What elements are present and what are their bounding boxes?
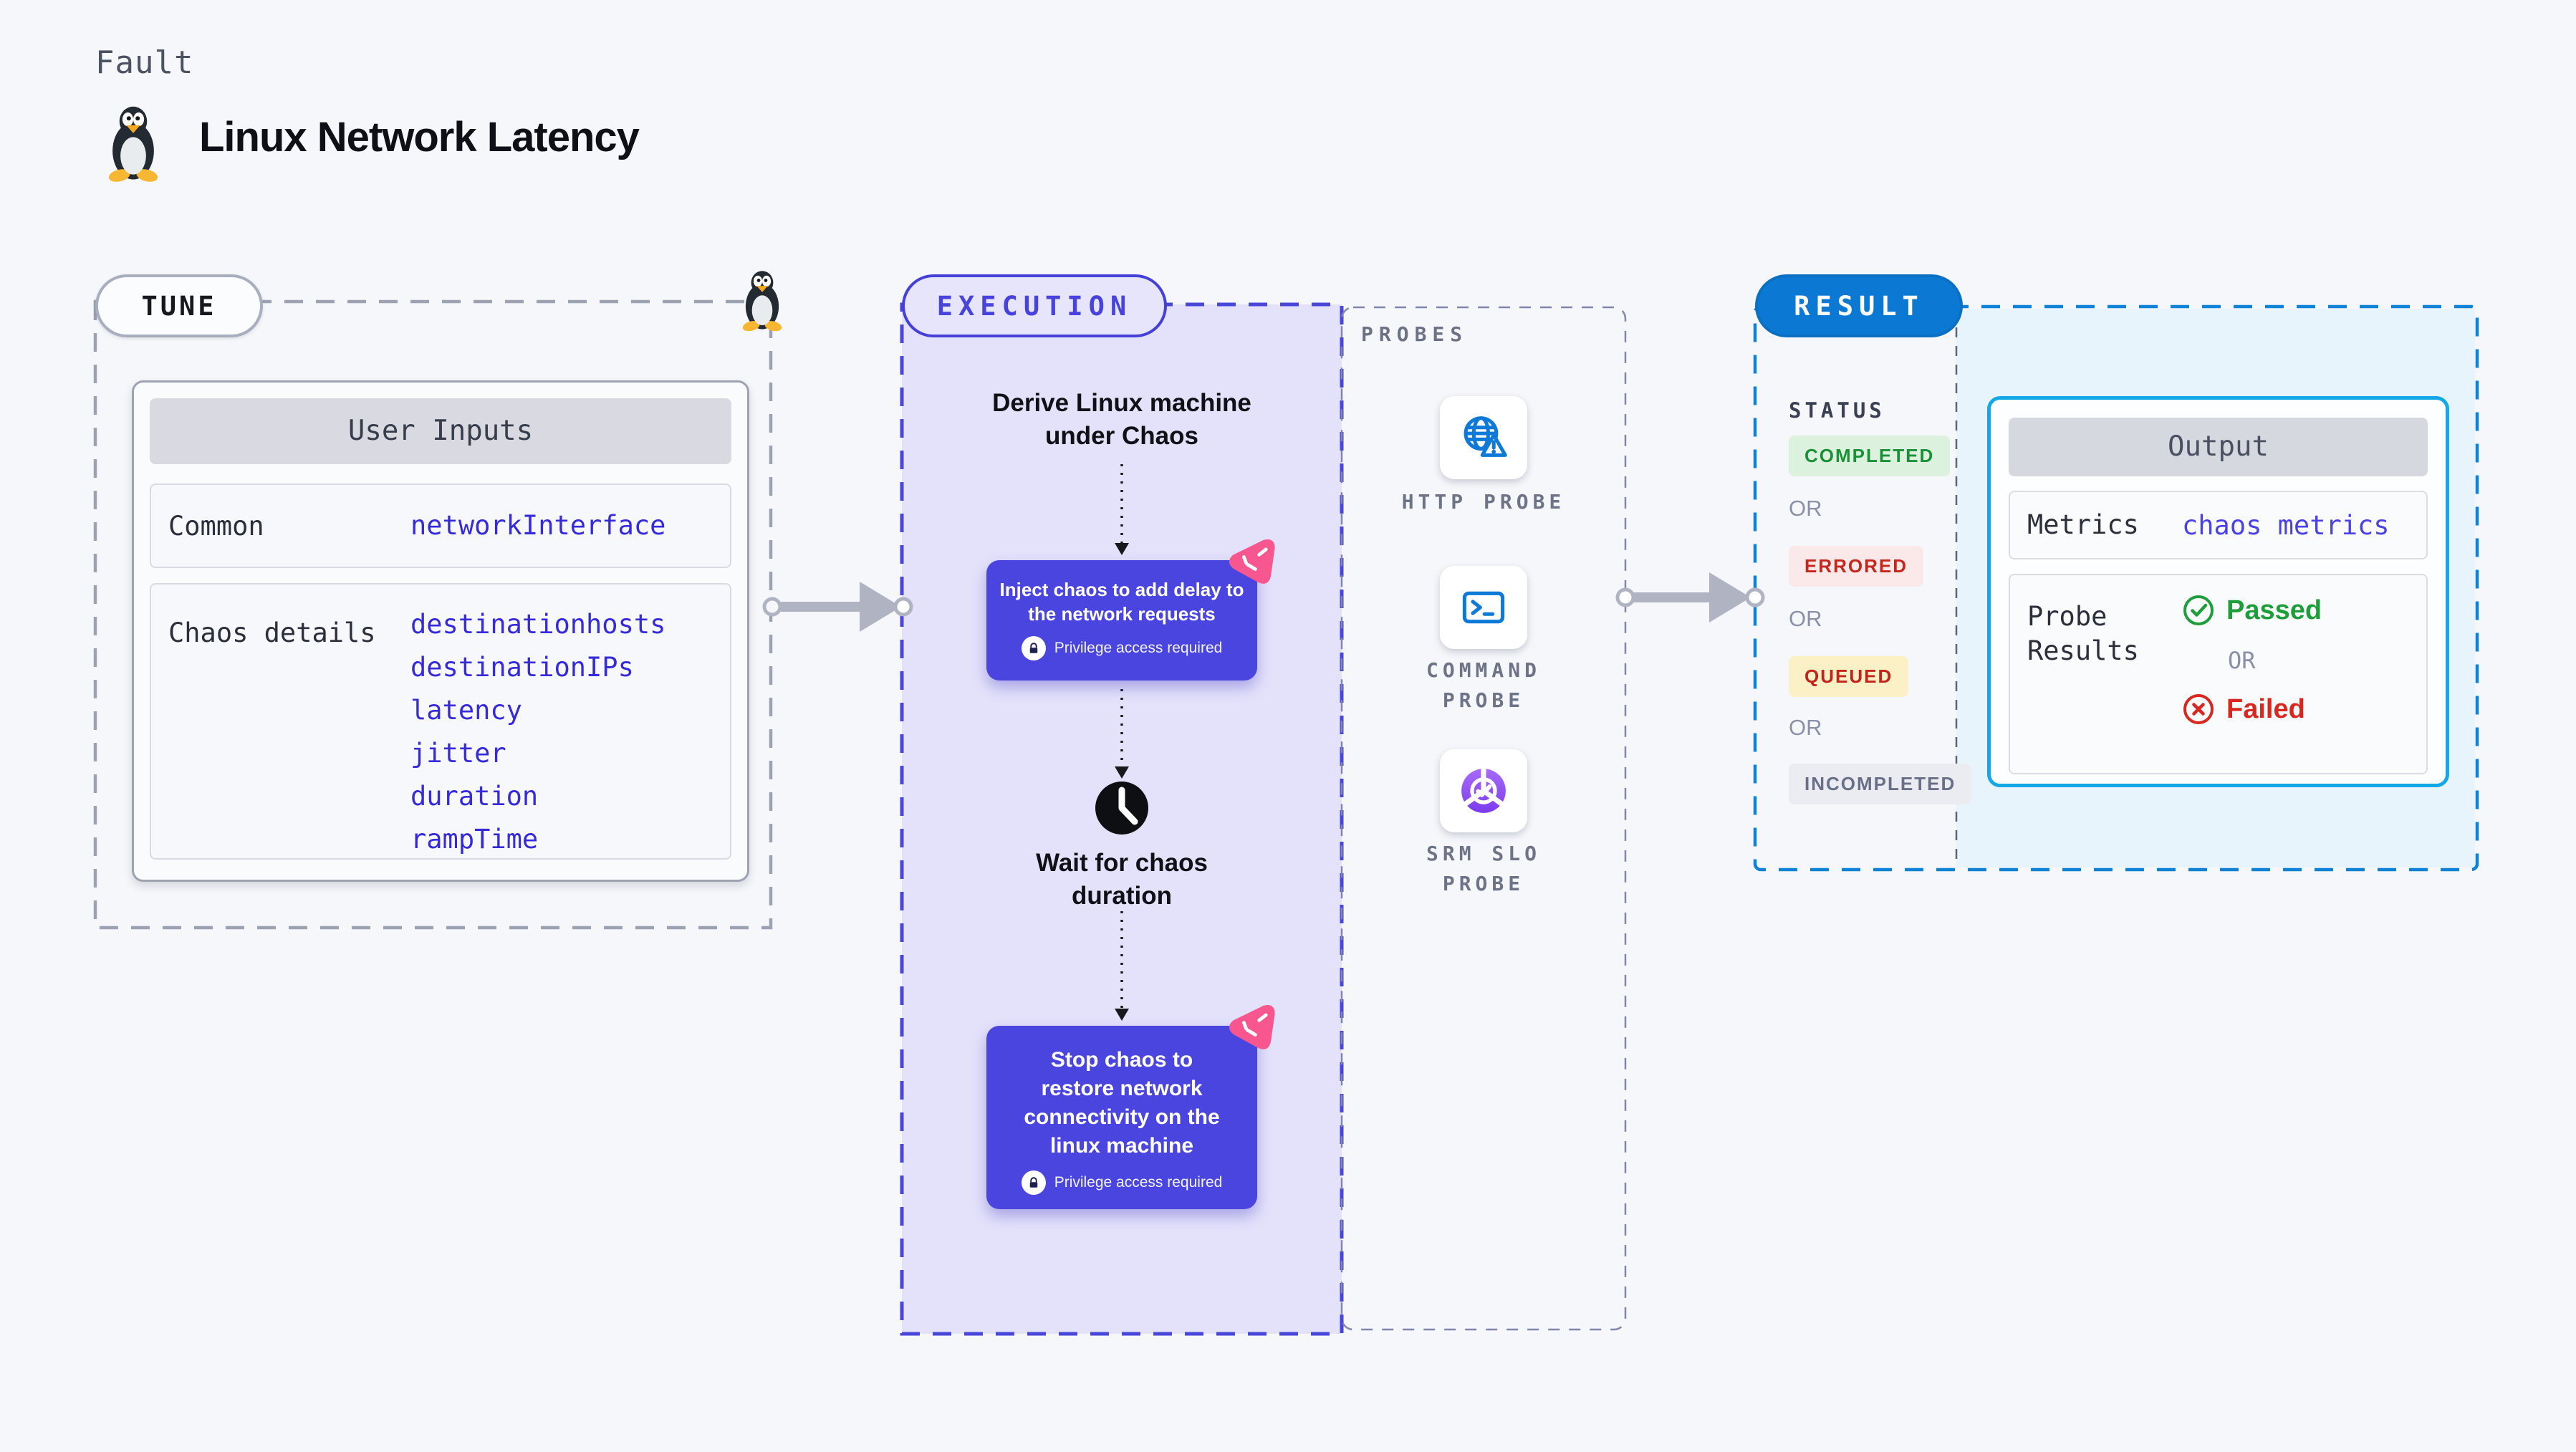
user-inputs-header: User Inputs bbox=[150, 398, 731, 464]
probe-results-label: Probe Results bbox=[2010, 575, 2182, 668]
user-inputs-row-chaos-details: Chaos details destinationhosts destinati… bbox=[150, 583, 731, 860]
user-inputs-row-common: Common networkInterface bbox=[150, 484, 731, 568]
step-text-line: Wait for chaos bbox=[1036, 849, 1208, 877]
node-text-line: restore network bbox=[1041, 1077, 1203, 1100]
metrics-row: Metrics chaos metrics bbox=[2009, 491, 2428, 559]
tune-to-execution-arrow bbox=[762, 582, 913, 632]
probe-label-line: HTTP PROBE bbox=[1401, 490, 1566, 514]
probe-label-line: PROBE bbox=[1442, 872, 1525, 895]
node-text-line: linux machine bbox=[1049, 1134, 1194, 1158]
input-value: destinationIPs bbox=[410, 652, 634, 683]
execution-to-result-arrow bbox=[1615, 572, 1765, 622]
node-text-line: connectivity on the bbox=[1024, 1105, 1220, 1129]
execution-badge: EXECUTION bbox=[902, 274, 1167, 337]
output-header: Output bbox=[2009, 418, 2428, 476]
input-value: duration bbox=[410, 781, 539, 812]
status-badge-errored: ERRORED bbox=[1789, 546, 1924, 587]
failed-text: Failed bbox=[2226, 693, 2305, 724]
input-value: jitter bbox=[410, 738, 506, 769]
http-probe-card bbox=[1440, 396, 1527, 479]
command-probe-label: COMMAND PROBE bbox=[1362, 655, 1605, 716]
status-heading: STATUS bbox=[1789, 398, 1885, 423]
user-inputs-card: User Inputs Common networkInterface Chao… bbox=[132, 380, 749, 882]
row-label: Common bbox=[168, 510, 264, 542]
input-value: rampTime bbox=[410, 824, 539, 855]
passed-text: Passed bbox=[2226, 595, 2322, 625]
passed-verdict: Passed bbox=[2182, 594, 2322, 627]
input-value: destinationhosts bbox=[410, 609, 666, 640]
inject-chaos-node: Inject chaos to add delay to the network… bbox=[986, 560, 1257, 681]
result-badge: RESULT bbox=[1755, 274, 1963, 337]
command-probe-terminal-icon bbox=[1462, 591, 1505, 624]
privilege-text: Privilege access required bbox=[1054, 1174, 1223, 1191]
input-value: networkInterface bbox=[410, 510, 666, 541]
status-badge-incompleted: INCOMPLETED bbox=[1789, 764, 1972, 804]
page-title: Linux Network Latency bbox=[199, 114, 640, 160]
or-separator: OR bbox=[1789, 715, 1822, 740]
status-badge-queued: QUEUED bbox=[1789, 656, 1909, 697]
input-value: latency bbox=[410, 695, 522, 726]
failed-verdict: Failed bbox=[2182, 693, 2322, 726]
node-text-line: Stop chaos to bbox=[1050, 1048, 1193, 1072]
node-text-line: the network requests bbox=[1028, 603, 1216, 625]
http-probe-globe-warning-icon bbox=[1464, 416, 1507, 457]
srm-slo-probe-label: SRM SLO PROBE bbox=[1362, 839, 1605, 899]
chaos-pink-icon bbox=[1226, 538, 1275, 587]
status-badge-completed: COMPLETED bbox=[1789, 436, 1951, 476]
tune-badge: TUNE bbox=[95, 274, 263, 337]
metrics-value: chaos metrics bbox=[2182, 509, 2390, 541]
command-probe-card bbox=[1440, 566, 1527, 649]
step-text-line: Derive Linux machine bbox=[992, 389, 1251, 417]
probe-results-row: Probe Results Passed OR Fai bbox=[2009, 574, 2428, 774]
wait-duration-step: Wait for chaos duration bbox=[986, 847, 1257, 913]
flow-arrowheads bbox=[1115, 543, 1129, 1021]
privilege-text: Privilege access required bbox=[1054, 640, 1223, 656]
derive-machine-step: Derive Linux machine under Chaos bbox=[986, 387, 1257, 453]
chaos-pink-icon bbox=[1226, 1004, 1275, 1052]
or-separator: OR bbox=[1789, 496, 1822, 521]
or-separator: OR bbox=[2228, 647, 2256, 674]
linux-tux-corner-icon bbox=[741, 271, 783, 332]
probes-dashed-box bbox=[1340, 306, 1627, 1331]
check-circle-icon bbox=[2183, 595, 2214, 625]
label-line: Results bbox=[2027, 635, 2139, 666]
node-text-line: Inject chaos to add delay to bbox=[999, 579, 1244, 600]
stop-chaos-node: Stop chaos to restore network connectivi… bbox=[986, 1026, 1257, 1209]
http-probe-label: HTTP PROBE bbox=[1362, 487, 1605, 517]
row-label: Chaos details bbox=[168, 617, 376, 648]
srm-slo-probe-card bbox=[1440, 749, 1527, 832]
or-separator: OR bbox=[1789, 606, 1822, 631]
step-text-line: under Chaos bbox=[1045, 422, 1198, 450]
lock-icon bbox=[1021, 636, 1046, 660]
probe-label-line: SRM SLO bbox=[1426, 842, 1541, 865]
privilege-note: Privilege access required bbox=[986, 1170, 1257, 1195]
lock-icon bbox=[1021, 1170, 1046, 1195]
metrics-label: Metrics bbox=[2027, 509, 2139, 540]
x-circle-icon bbox=[2183, 694, 2214, 724]
srm-slo-probe-donut-check-icon bbox=[1461, 766, 1506, 813]
step-text-line: duration bbox=[1072, 882, 1172, 910]
output-card: Output Metrics chaos metrics Probe Resul… bbox=[1987, 396, 2449, 787]
clock-icon bbox=[1095, 782, 1148, 835]
linux-tux-icon bbox=[107, 106, 159, 183]
probe-label-line: COMMAND bbox=[1426, 658, 1541, 682]
probes-heading: PROBES bbox=[1361, 322, 1469, 346]
fault-kicker: Fault bbox=[95, 44, 194, 81]
privilege-note: Privilege access required bbox=[986, 636, 1257, 660]
probe-label-line: PROBE bbox=[1442, 688, 1525, 712]
label-line: Probe bbox=[2027, 601, 2108, 632]
